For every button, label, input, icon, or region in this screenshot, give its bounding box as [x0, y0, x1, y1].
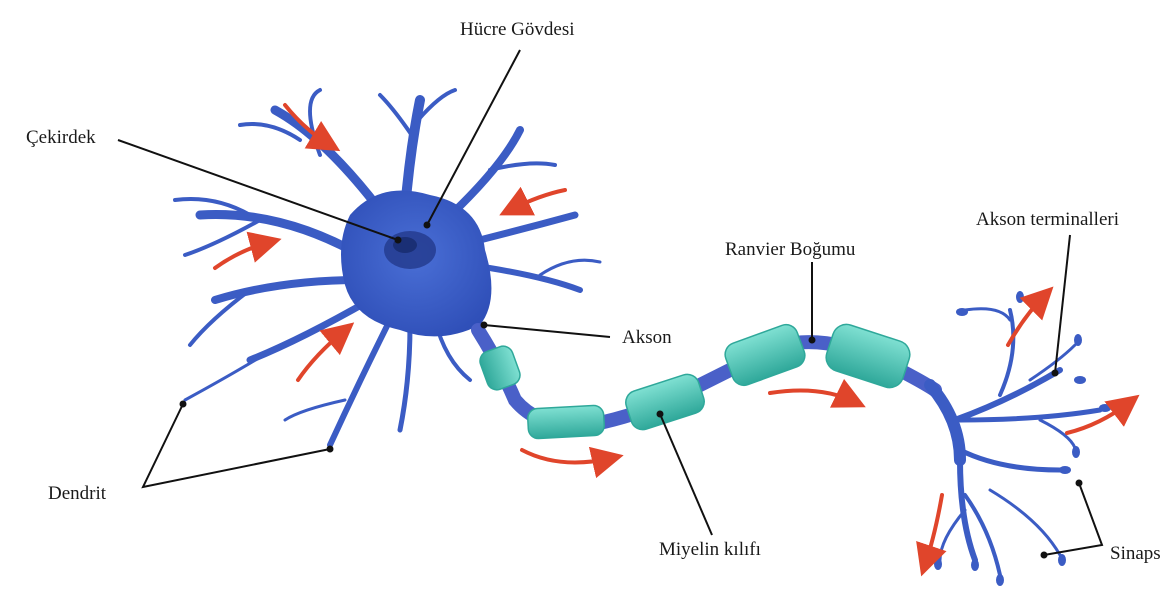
- arrow-3: [215, 242, 270, 268]
- label-axon-terminals: Akson terminalleri: [976, 210, 1119, 229]
- leader-dots: [180, 222, 1083, 559]
- arrow-6: [770, 390, 855, 402]
- label-dendrite: Dendrit: [48, 484, 106, 503]
- label-myelin-sheath: Miyelin kılıfı: [659, 540, 761, 559]
- arrow-2: [510, 190, 565, 210]
- arrow-5: [522, 450, 612, 463]
- label-axon: Akson: [622, 328, 672, 347]
- label-node-of-ranvier: Ranvier Boğumu: [725, 240, 855, 259]
- label-nucleus: Çekirdek: [26, 128, 96, 147]
- axon-terminals: [930, 309, 1100, 575]
- myelin-sheath: [477, 321, 913, 439]
- arrow-8: [1067, 402, 1130, 433]
- label-cell-body: Hücre Gövdesi: [460, 20, 575, 39]
- label-synapse: Sinaps: [1110, 544, 1161, 563]
